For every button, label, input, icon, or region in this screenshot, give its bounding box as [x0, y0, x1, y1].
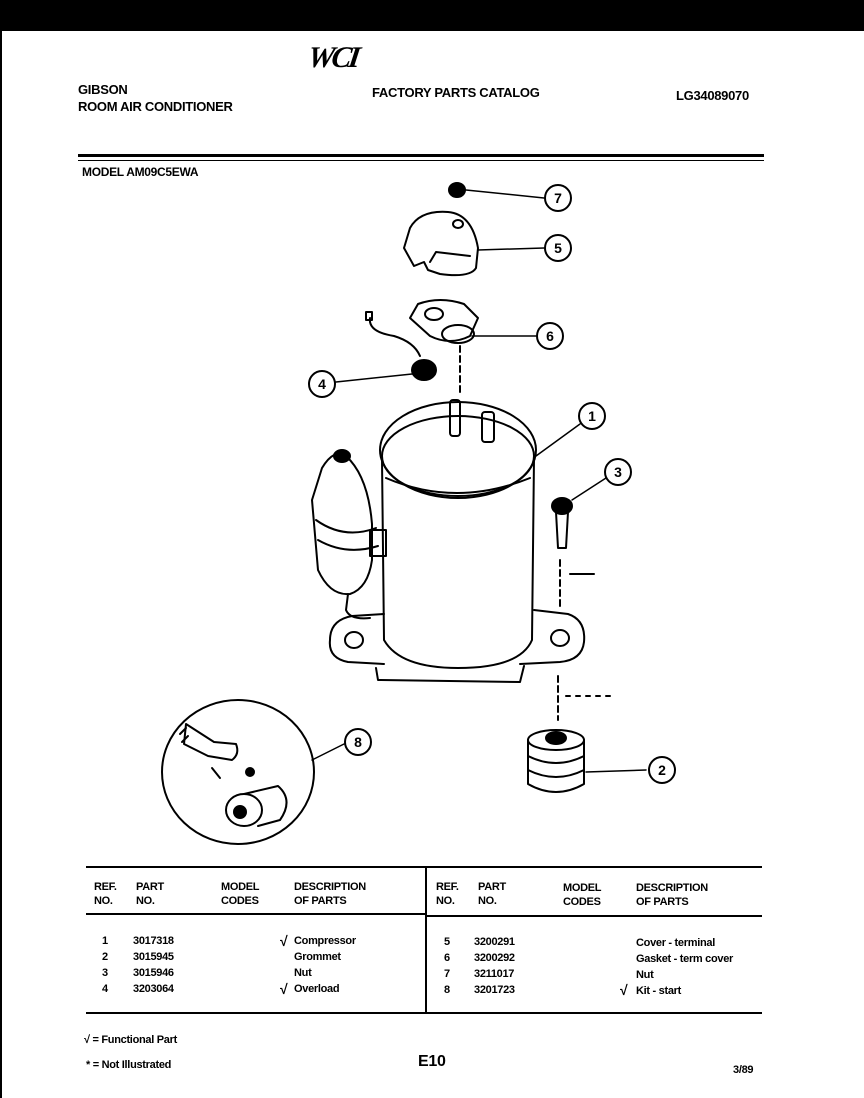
callout-1: 1 — [588, 408, 596, 424]
left-header-desc: DESCRIPTION OF PARTS — [294, 881, 366, 907]
product-name: ROOM AIR CONDITIONER — [78, 99, 233, 114]
right-row-4-desc: Kit - start — [636, 985, 681, 997]
right-row-4-mark: √ — [620, 982, 628, 998]
callout-7: 7 — [554, 190, 562, 206]
right-row-1-ref: 5 — [444, 936, 450, 948]
grommet-part — [527, 729, 585, 793]
right-row-2-part: 3200292 — [474, 952, 515, 964]
overload-part — [368, 317, 421, 357]
callout-1-circle — [578, 402, 606, 430]
left-row-3-desc: Nut — [294, 967, 312, 979]
right-header-desc: DESCRIPTION OF PARTS — [636, 882, 708, 908]
left-row-1-part: 3017318 — [133, 935, 174, 947]
start-kit-inset — [161, 699, 315, 845]
callout-4-circle — [308, 370, 336, 398]
callout-8: 8 — [354, 734, 362, 750]
callout-2-circle — [648, 756, 676, 784]
compressor-part — [328, 399, 586, 683]
model-label: MODEL AM09C5EWA — [82, 165, 199, 179]
callout-5-circle — [544, 234, 572, 262]
gasket-part — [409, 299, 479, 342]
table-header-rule-right — [427, 915, 762, 917]
callout-2: 2 — [658, 762, 666, 778]
callout-3: 3 — [614, 464, 622, 480]
left-header-ref: REF. NO. — [94, 881, 117, 907]
left-row-2-desc: Grommet — [294, 951, 341, 963]
right-row-2-ref: 6 — [444, 952, 450, 964]
right-header-ref: REF. NO. — [436, 881, 459, 907]
right-row-3-ref: 7 — [444, 968, 450, 980]
left-row-1-desc: Compressor — [294, 935, 356, 947]
header-rule — [78, 154, 764, 157]
callout-5: 5 — [554, 240, 562, 256]
right-header-part: PART NO. — [478, 881, 506, 907]
table-divider — [425, 866, 427, 1014]
callout-7-circle — [544, 184, 572, 212]
callout-3-circle — [604, 458, 632, 486]
functional-part-note: √ = Functional Part — [84, 1034, 177, 1046]
left-row-4-desc: Overload — [294, 983, 340, 995]
callout-8-circle — [344, 728, 372, 756]
left-row-2-part: 3015945 — [133, 951, 174, 963]
left-header-codes: MODEL CODES — [221, 881, 260, 907]
not-illustrated-note: * = Not Illustrated — [86, 1059, 172, 1071]
table-top-rule — [86, 866, 762, 868]
left-row-3-ref: 3 — [102, 967, 108, 979]
table-header-rule-left — [86, 913, 425, 915]
left-row-4-mark: √ — [280, 981, 288, 997]
terminal-cover-part — [403, 210, 479, 277]
page-code: E10 — [418, 1053, 446, 1070]
right-row-3-part: 3211017 — [474, 968, 515, 980]
left-row-2-ref: 2 — [102, 951, 108, 963]
left-row-4-part: 3203064 — [133, 983, 174, 995]
left-row-1-ref: 1 — [102, 935, 108, 947]
left-row-3-part: 3015946 — [133, 967, 174, 979]
brand-name: GIBSON — [78, 82, 128, 97]
callout-6: 6 — [546, 328, 554, 344]
catalog-title: FACTORY PARTS CATALOG — [372, 85, 540, 100]
right-row-4-part: 3201723 — [474, 984, 515, 996]
left-row-4-ref: 4 — [102, 983, 108, 995]
catalog-date: 3/89 — [733, 1064, 754, 1076]
callout-4: 4 — [318, 376, 326, 392]
nut-part — [448, 182, 466, 198]
left-row-1-mark: √ — [280, 933, 288, 949]
catalog-page — [2, 31, 864, 1098]
table-bottom-rule — [86, 1012, 762, 1014]
left-header-part: PART NO. — [136, 881, 164, 907]
right-row-1-part: 3200291 — [474, 936, 515, 948]
right-row-2-desc: Gasket - term cover — [636, 953, 734, 965]
accumulator-part — [311, 449, 387, 620]
right-row-4-ref: 8 — [444, 984, 450, 996]
catalog-number: LG34089070 — [676, 88, 749, 103]
stud-part — [551, 497, 611, 721]
callout-6-circle — [536, 322, 564, 350]
header-rule-thin — [78, 160, 764, 161]
right-header-codes: MODEL CODES — [563, 882, 602, 908]
right-row-1-desc: Cover - terminal — [636, 937, 715, 949]
right-row-3-desc: Nut — [636, 969, 654, 981]
